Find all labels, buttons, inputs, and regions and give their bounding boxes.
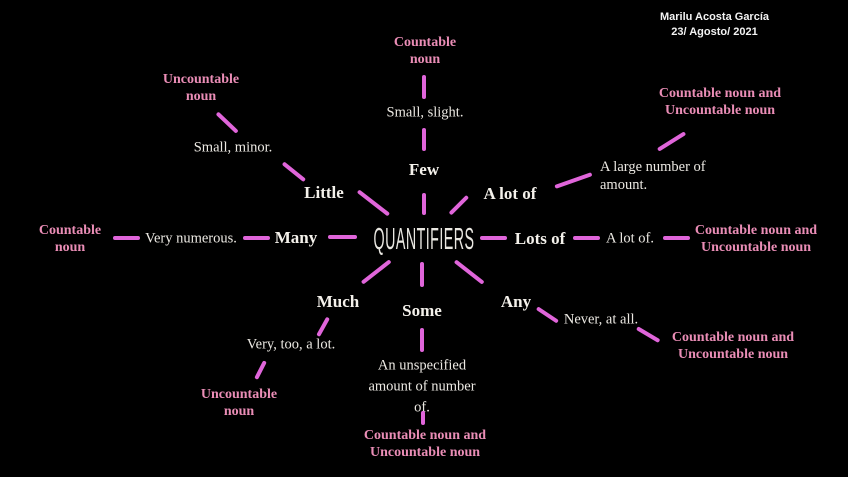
author-date: 23/ Agosto/ 2021: [671, 26, 758, 39]
connector-line: [535, 306, 559, 324]
center-topic: QUANTIFIERS: [373, 221, 475, 256]
connector-line: [328, 235, 357, 239]
noun-type-few: Countable noun: [393, 35, 457, 67]
node-many: Many: [274, 228, 318, 247]
noun-type-little: Uncountable noun: [162, 72, 240, 104]
connector-line: [421, 411, 425, 425]
noun-type-many: Countable noun: [38, 223, 102, 255]
connector-line: [573, 236, 600, 240]
connector-line: [422, 128, 426, 151]
desc-a-lot-of: A large number of amount.: [600, 159, 706, 194]
connector-line: [480, 236, 507, 240]
author-credit: Marilu Acosta García 23/ Agosto/ 2021: [622, 10, 807, 41]
connector-line: [356, 189, 391, 217]
connector-line: [422, 75, 426, 99]
node-lots-of: Lots of: [514, 229, 566, 248]
desc-any: Never, at all.: [563, 311, 639, 328]
connector-line: [113, 236, 140, 240]
node-few: Few: [408, 160, 440, 179]
noun-type-a-lot-of: Countable noun and Uncountable noun: [658, 86, 782, 118]
connector-line: [316, 316, 330, 337]
connector-line: [663, 236, 690, 240]
noun-type-any: Countable noun and Uncountable noun: [671, 330, 795, 362]
desc-lots-of: A lot of.: [606, 230, 654, 247]
node-any: Any: [500, 292, 532, 311]
connector-line: [254, 360, 267, 380]
connector-line: [453, 259, 485, 285]
noun-type-lots-of: Countable noun and Uncountable noun: [694, 223, 818, 255]
connector-line: [656, 131, 687, 152]
desc-some: An unspecified amount of number of.: [368, 357, 476, 416]
connector-line: [554, 172, 593, 189]
connector-line: [360, 259, 392, 285]
desc-few: Small, slight.: [386, 104, 464, 121]
connector-line: [420, 262, 424, 287]
noun-type-much: Uncountable noun: [200, 387, 278, 419]
connector-line: [420, 328, 424, 352]
node-much: Much: [316, 292, 360, 311]
author-name: Marilu Acosta García: [659, 11, 770, 23]
desc-much: Very, too, a lot.: [246, 336, 336, 353]
connector-line: [281, 161, 307, 183]
connector-line: [448, 194, 470, 216]
connector-line: [243, 236, 270, 240]
noun-type-some: Countable noun and Uncountable noun: [363, 428, 487, 460]
desc-little: Small, minor.: [193, 139, 273, 156]
node-little: Little: [304, 183, 344, 202]
connector-line: [422, 193, 426, 215]
desc-many: Very numerous.: [145, 230, 237, 247]
node-a-lot-of: A lot of: [483, 184, 537, 203]
node-some: Some: [402, 301, 442, 320]
connector-line: [215, 111, 239, 134]
